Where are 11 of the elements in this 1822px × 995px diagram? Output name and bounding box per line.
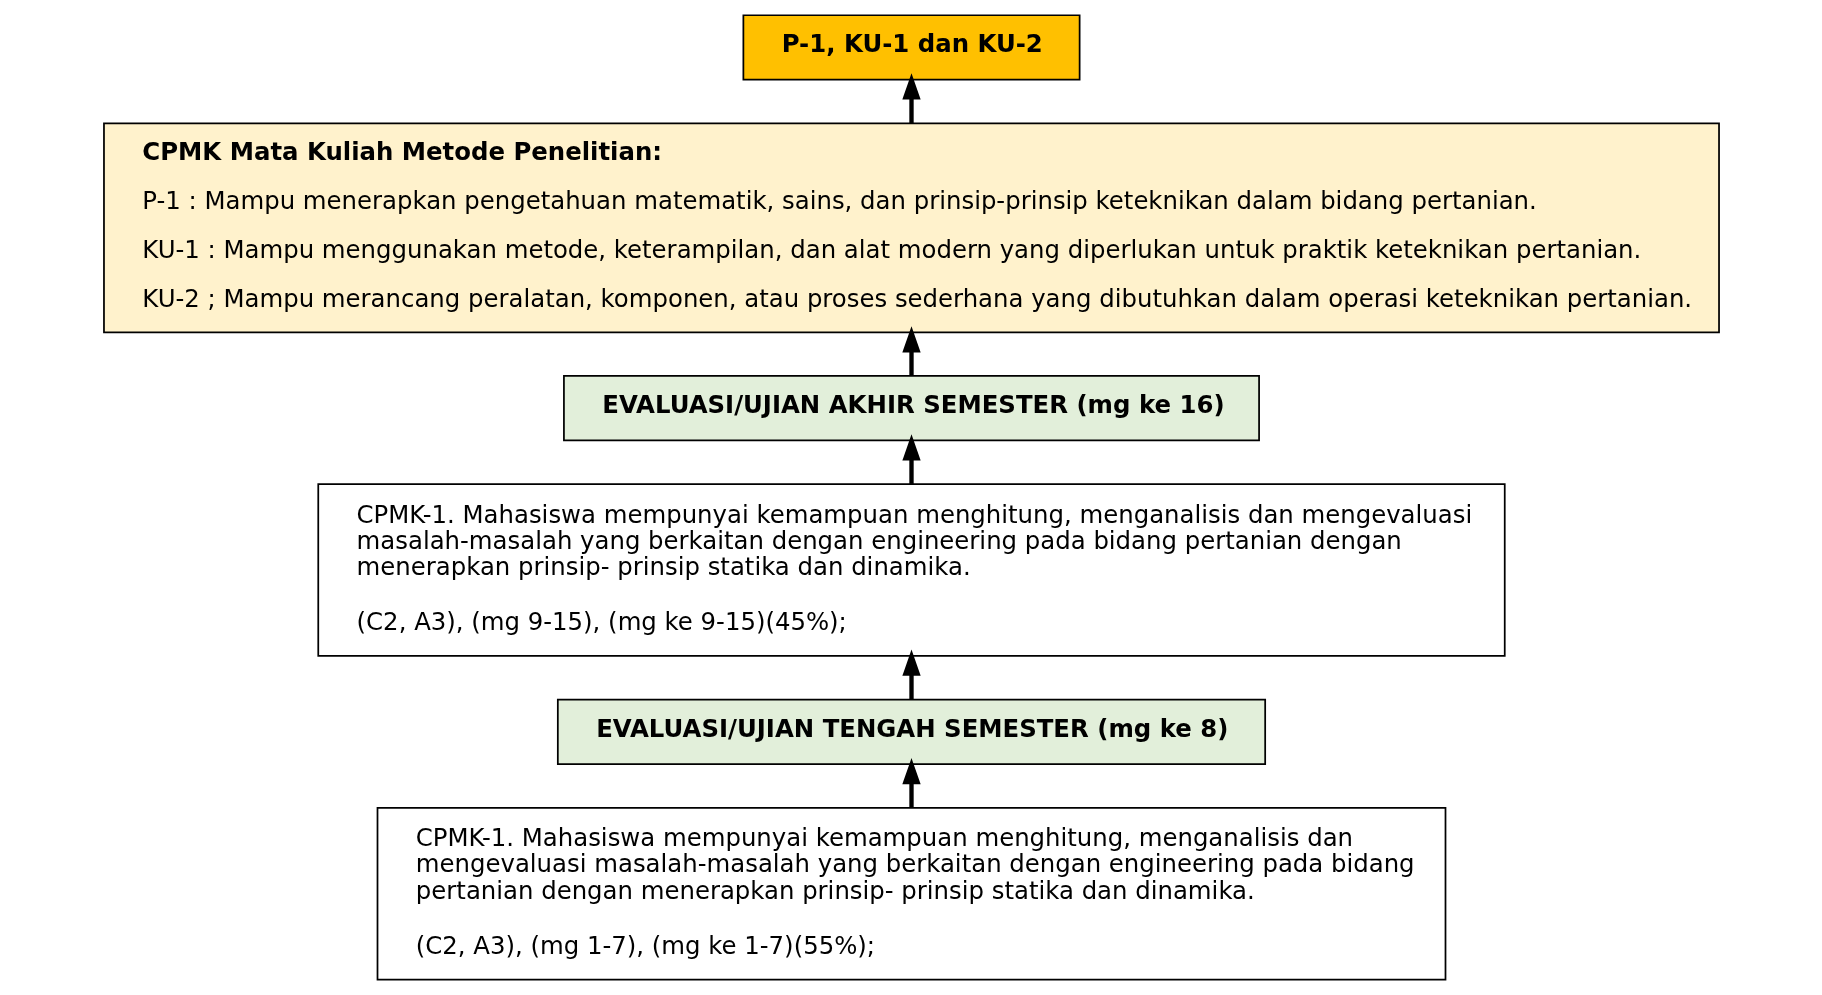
- arrow: [901, 434, 921, 484]
- node-box: P-1, KU-1 dan KU-2: [742, 14, 1080, 81]
- node-box: EVALUASI/UJIAN TENGAH SEMESTER (mg ke 8): [556, 698, 1266, 765]
- node-box: EVALUASI/UJIAN AKHIR SEMESTER (mg ke 16): [562, 375, 1260, 442]
- node-box: CPMK Mata Kuliah Metode Penelitian: P-1 : Mampu menerapkan pengetahuan matematik, sains, dan prinsip-prinsip keteknikan dalam bidang pertanian. KU-1 : Mampu menggunakan metode, keterampilan, dan alat modern yang diperlukan untuk praktik keteknikan pertanian. KU-2 ; Mampu merancang peralatan, komponen, atau proses sederhana yang dibutuhkan dalam operasi keteknikan pertanian.: [102, 122, 1720, 334]
- arrow: [901, 73, 921, 124]
- arrow: [901, 758, 921, 808]
- node-box: CPMK-1. Mahasiswa mempunyai kemampuan menghitung, menganalisis dan mengevaluasi masalah-masalah yang berkaitan dengan engineering pada bidang pertanian dengan menerapkan prinsip- prinsip statika dan dinamika. (C2, A3), (mg 1-7), (mg ke 1-7)(55%);: [376, 806, 1446, 981]
- arrow: [901, 649, 921, 700]
- node-box: CPMK-1. Mahasiswa mempunyai kemampuan menghitung, menganalisis dan mengevaluasi masalah-masalah yang berkaitan dengan engineering pada bidang pertanian dengan menerapkan prinsip- prinsip statika dan dinamika. (C2, A3), (mg 9-15), (mg ke 9-15)(45%);: [316, 483, 1506, 657]
- arrow: [901, 326, 921, 376]
